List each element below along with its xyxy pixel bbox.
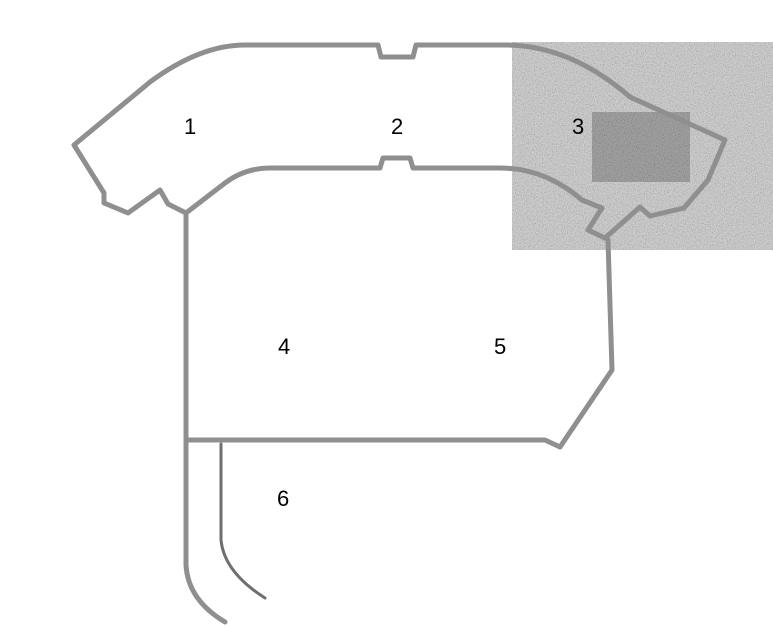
- region-label-5: 5: [494, 334, 506, 359]
- upper-corridor-inner-wall: [183, 155, 605, 216]
- branch-right-wall: [219, 442, 267, 600]
- region-label-4: 4: [278, 334, 290, 359]
- lower-room-east-wall: [557, 237, 615, 450]
- shaded-area-region-3: [512, 42, 773, 250]
- upper-corridor-outer-wall: [71, 42, 728, 211]
- upper-corridor-west-stepped-wall: [101, 187, 189, 216]
- region-labels: 1 2 3 4 5 6: [184, 114, 584, 511]
- region-label-2: 2: [391, 114, 403, 139]
- region-label-1: 1: [184, 114, 196, 139]
- region-label-3: 3: [572, 114, 584, 139]
- upper-corridor-east-stepped-wall: [585, 204, 687, 241]
- region-label-6: 6: [277, 486, 289, 511]
- lower-room-walls: [183, 210, 615, 450]
- upper-corridor-walls: [71, 42, 728, 241]
- lower-room-south-wall: [183, 437, 563, 450]
- lower-branch-walls: [183, 437, 267, 625]
- branch-left-wall: [183, 437, 228, 625]
